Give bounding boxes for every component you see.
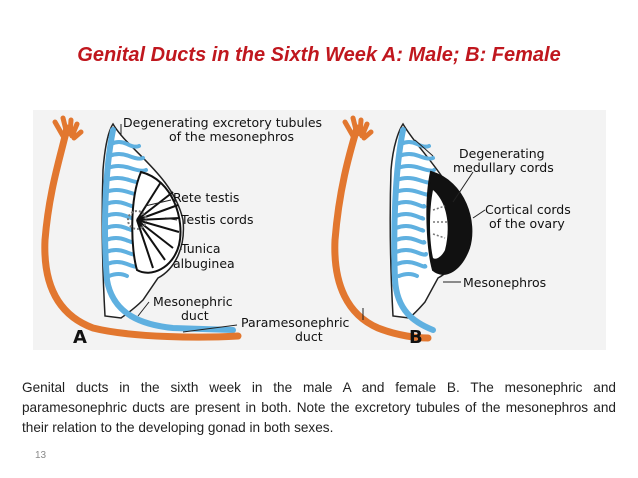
ovary-medulla bbox=[430, 190, 448, 259]
label-testis-cords: Testis cords bbox=[180, 212, 253, 227]
diagram-figure: Degenerating excretory tubules of the me… bbox=[33, 110, 606, 350]
mesonephric-duct-b bbox=[391, 127, 436, 333]
label-degenerating: Degenerating bbox=[459, 146, 545, 161]
label-cortical-cords: Cortical cords bbox=[485, 202, 571, 217]
page-number: 13 bbox=[35, 450, 47, 461]
testis bbox=[131, 170, 182, 274]
fimbria-b bbox=[342, 115, 374, 141]
label-of-the-mesonephros: of the mesonephros bbox=[169, 129, 294, 144]
panel-b-letter: B bbox=[409, 327, 423, 348]
paramesonephric-duct-b bbox=[331, 124, 432, 342]
mesonephric-tubules-b bbox=[394, 140, 436, 278]
rete-testis bbox=[127, 210, 147, 230]
leader-lines-a bbox=[120, 124, 238, 333]
testis-cords bbox=[136, 181, 181, 269]
figure-caption: Genital ducts in the sixth week in the m… bbox=[22, 380, 616, 435]
panel-b: Degenerating medullary cords Cortical co… bbox=[241, 115, 571, 348]
label-medullary-cords: medullary cords bbox=[453, 160, 554, 175]
leader-lines-b bbox=[362, 139, 486, 320]
label-paramesonephric: Paramesonephric bbox=[241, 315, 350, 330]
panel-a: Degenerating excretory tubules of the me… bbox=[41, 115, 322, 348]
fimbria-a bbox=[52, 115, 84, 141]
label-degenerating-excretory-tubules: Degenerating excretory tubules bbox=[123, 115, 322, 130]
label-paramesonephric-duct: duct bbox=[295, 329, 323, 344]
panel-a-letter: A bbox=[73, 327, 87, 348]
label-mesonephric: Mesonephric bbox=[153, 294, 233, 309]
label-albuginea: albuginea bbox=[173, 256, 235, 271]
label-mesonephric-duct: duct bbox=[181, 308, 209, 323]
slide-title: Genital Ducts in the Sixth Week A: Male;… bbox=[77, 44, 561, 66]
paramesonephric-duct-a bbox=[41, 124, 242, 341]
label-tunica: Tunica bbox=[180, 241, 221, 256]
label-rete-testis: Rete testis bbox=[173, 190, 239, 205]
label-of-the-ovary: of the ovary bbox=[489, 216, 565, 231]
label-mesonephros: Mesonephros bbox=[463, 275, 546, 290]
genital-ducts-diagram: Degenerating excretory tubules of the me… bbox=[41, 115, 571, 348]
